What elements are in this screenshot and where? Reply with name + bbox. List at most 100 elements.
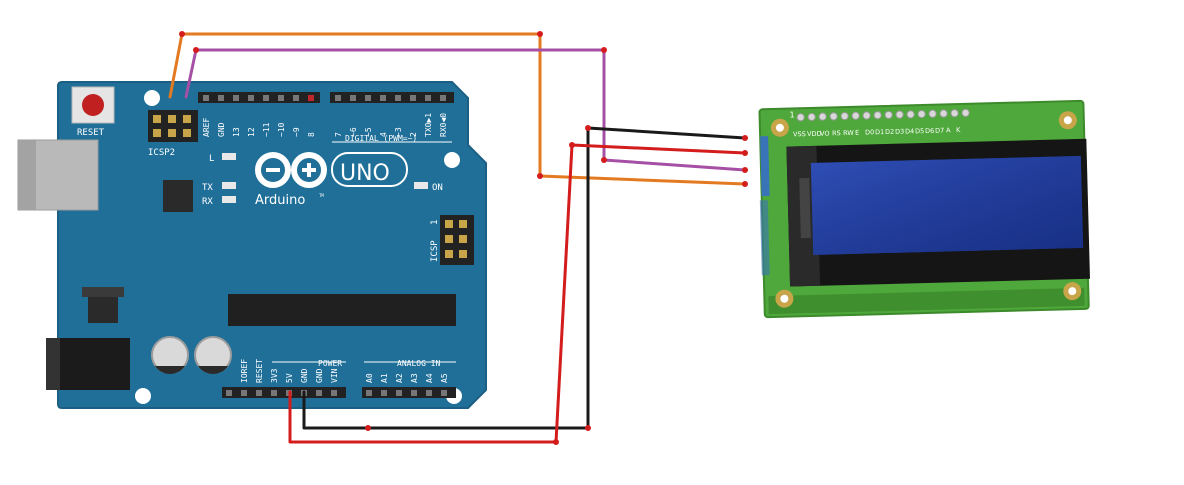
header-hole [380, 95, 386, 101]
header-hole [440, 95, 446, 101]
lcd-pin-label: RS [832, 129, 841, 137]
analog-header [362, 387, 456, 398]
wire-junction [537, 173, 543, 179]
icsp-pin [445, 250, 453, 258]
icsp-label: ICSP [430, 240, 440, 262]
analog-pin-label: A0 [365, 373, 374, 383]
lcd-pin-label: D5 [915, 127, 924, 135]
lcd-pin1-label: 1 [789, 110, 794, 119]
icsp2-pin [183, 115, 191, 123]
power-pin-label: 5V [285, 373, 294, 383]
power-pin-label: VIN [330, 368, 339, 383]
lcd-pin-label: A [946, 126, 951, 134]
lcd-pin-label: RW [843, 129, 854, 137]
icsp-pins [445, 220, 467, 258]
lcd-header-pad [895, 110, 904, 119]
lcd-pin-label: K [956, 126, 961, 134]
header-hole [410, 95, 416, 101]
header-hole [256, 390, 262, 396]
header-hole [426, 390, 432, 396]
digital-header-holes [203, 95, 446, 101]
mount-hole [144, 90, 160, 106]
digital-pin-label: ~11 [262, 122, 271, 137]
header-hole [365, 95, 371, 101]
digital-pin-label: GND [217, 122, 226, 137]
lcd-header-pad [961, 108, 970, 118]
brand-label: Arduino [255, 193, 305, 208]
header-hole [441, 390, 447, 396]
lcd-pin-label: D4 [905, 127, 914, 135]
uno-badge [331, 152, 408, 187]
icsp-pin [459, 250, 467, 258]
digital-pin-label: RX0◀0 [439, 113, 448, 137]
lcd-header-pad [851, 111, 860, 120]
digital-pin-label: 2 [409, 132, 418, 137]
lcd-header-pad [906, 110, 915, 119]
header-hole [248, 95, 254, 101]
header-hole [271, 390, 277, 396]
wire-junction [553, 439, 559, 445]
digital-pin-label: ~3 [394, 127, 403, 137]
icsp-pin [459, 235, 467, 243]
voltage-regulator [88, 295, 118, 323]
header-hole [293, 95, 299, 101]
icsp2-pin [168, 129, 176, 137]
digital-pin-label: 12 [247, 127, 256, 137]
model-label: UNO [340, 161, 390, 186]
header-hole [335, 95, 341, 101]
header-hole [241, 390, 247, 396]
icsp2-pin [168, 115, 176, 123]
mount-hole [135, 388, 151, 404]
lcd-pin-label: D7 [935, 126, 944, 134]
digital-pin-label: AREF [202, 118, 211, 137]
lcd-header-pads [796, 108, 970, 122]
lcd-header-pad [862, 111, 871, 120]
header-hole [263, 95, 269, 101]
led-tx-label: TX [202, 183, 213, 193]
header-hole [395, 95, 401, 101]
power-pin-label: GND [315, 368, 324, 383]
icsp-pin [459, 220, 467, 228]
lcd-pin-label: VSS [793, 130, 806, 138]
digital-pin-label: 8 [307, 132, 316, 137]
analog-pin-label: A2 [395, 373, 404, 383]
digital-pin-label: ~9 [292, 127, 301, 137]
power-pin-label: 3V3 [270, 368, 279, 383]
power-pin-label: RESET [255, 359, 264, 383]
power-label: POWER [318, 359, 342, 368]
digital-pin-label: ~10 [277, 122, 286, 137]
lcd-pin-label: VDD [807, 130, 822, 138]
wire-junction [569, 142, 575, 148]
digital-pin-label: 13 [232, 127, 241, 137]
header-hole [396, 390, 402, 396]
header-hole [203, 95, 209, 101]
lcd-header-pad [796, 113, 805, 122]
wire-junction [193, 47, 199, 53]
trademark-label: TM [319, 193, 324, 198]
lcd-header-pad [939, 109, 948, 118]
wires [168, 31, 748, 445]
power-pin-label: IOREF [240, 359, 249, 383]
arduino-uno-board: RESET ICSP2 L TX RX ON [17, 81, 487, 409]
icsp2-pins [153, 115, 191, 137]
icsp2-pin [153, 115, 161, 123]
header-hole [331, 390, 337, 396]
lcd-header-pad [884, 110, 893, 120]
analog-label: ANALOG IN [397, 359, 441, 368]
digital-header-high [330, 92, 454, 103]
header-hole [278, 95, 284, 101]
lcd-pin-label: D0 [865, 128, 874, 136]
icsp-pin [445, 220, 453, 228]
digital-pin-label: TX0▶1 [424, 113, 433, 137]
header-hole [226, 390, 232, 396]
digital-label: DIGITAL (PWM=~) [345, 134, 417, 143]
header-hole [218, 95, 224, 101]
digital-pin-label: ~5 [364, 127, 373, 137]
lcd-header-pad [928, 109, 937, 118]
